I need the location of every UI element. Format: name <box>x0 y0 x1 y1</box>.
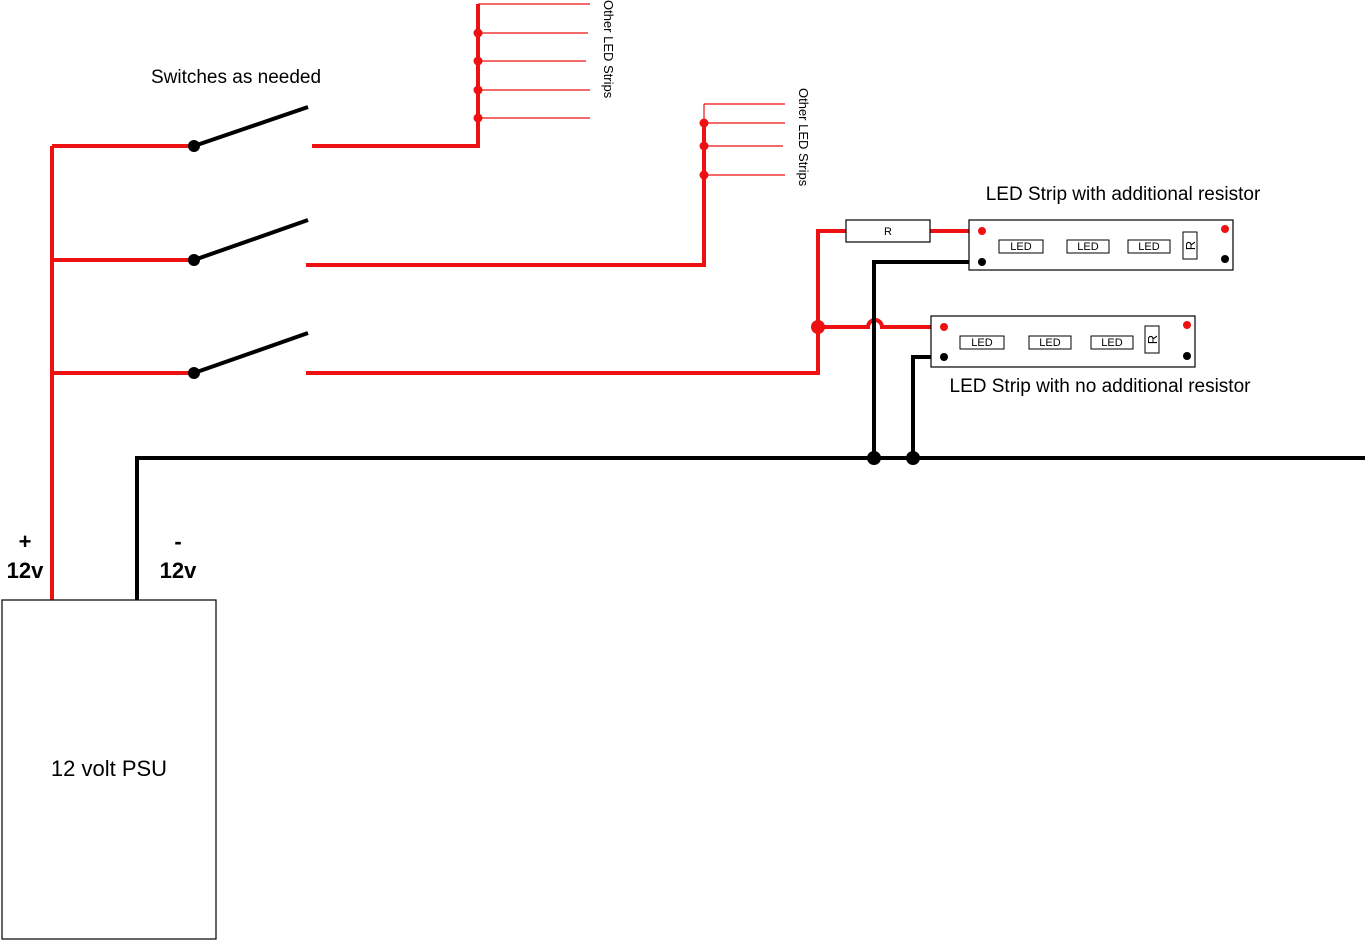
other-strips-bus-1 <box>478 3 590 119</box>
switch-3-output-wire <box>306 229 846 375</box>
strip-2-positive-terminal <box>940 323 948 331</box>
inline-resistor: R <box>845 219 931 243</box>
strip-1-led-2-label: LED <box>1077 241 1098 253</box>
psu-label: 12 volt PSU <box>51 756 167 781</box>
switch-2-output-wire <box>306 122 706 267</box>
positive-sign-label: + <box>19 529 32 554</box>
strip-1-resistor-label: R <box>1183 241 1198 250</box>
strip-1-negative-terminal <box>978 258 986 266</box>
strip-2-resistor-label: R <box>1145 335 1160 344</box>
negative-rail-wire <box>135 456 1365 600</box>
strip-2-ground-wire <box>911 355 944 458</box>
switch-3-lever <box>193 331 309 375</box>
other-strips-bus-2 <box>703 103 785 176</box>
negative-wiring <box>135 260 1365 600</box>
strip-1-positive-terminal <box>978 227 986 235</box>
led-strip-with-resistor: LED LED LED R <box>968 219 1234 271</box>
strip-2-led-1-label: LED <box>971 337 992 349</box>
negative-sign-label: - <box>174 529 181 554</box>
other-strips-label-1: Other LED Strips <box>601 0 616 99</box>
positive-voltage-label: 12v <box>7 558 44 583</box>
negative-voltage-label: 12v <box>160 558 197 583</box>
psu: 12 volt PSU <box>1 599 217 940</box>
switches <box>188 105 309 379</box>
switch-2-lever <box>193 218 309 262</box>
negative-junctions <box>867 451 920 465</box>
switch-2-pivot <box>188 254 200 266</box>
switches-label: Switches as needed <box>151 67 321 88</box>
switch-1-pivot <box>188 140 200 152</box>
strip-1-negative-out-terminal <box>1221 255 1229 263</box>
resistor-label: R <box>884 226 892 238</box>
strip-with-resistor-label: LED Strip with additional resistor <box>986 184 1261 205</box>
led-strip-no-resistor: LED LED LED R <box>930 315 1196 368</box>
strip-2-negative-out-terminal <box>1183 352 1191 360</box>
switch-1-lever <box>193 105 309 148</box>
switch-3-pivot <box>188 367 200 379</box>
other-strips-label-2: Other LED Strips <box>796 88 811 187</box>
strip-2-positive-out-terminal <box>1183 321 1191 329</box>
strip-2-led-2-label: LED <box>1039 337 1060 349</box>
strip-2-negative-terminal <box>940 353 948 361</box>
strip-1-led-1-label: LED <box>1010 241 1031 253</box>
switch-1-output-wire <box>312 4 480 148</box>
strip-2-feed-wire <box>818 318 944 329</box>
strip-1-positive-out-terminal <box>1221 225 1229 233</box>
strip-1-ground-wire <box>872 260 982 458</box>
strip-1-led-3-label: LED <box>1138 241 1159 253</box>
positive-junctions <box>473 28 825 334</box>
strip-2-led-3-label: LED <box>1101 337 1122 349</box>
strip-no-resistor-label: LED Strip with no additional resistor <box>950 376 1252 397</box>
positive-wiring <box>50 4 982 600</box>
